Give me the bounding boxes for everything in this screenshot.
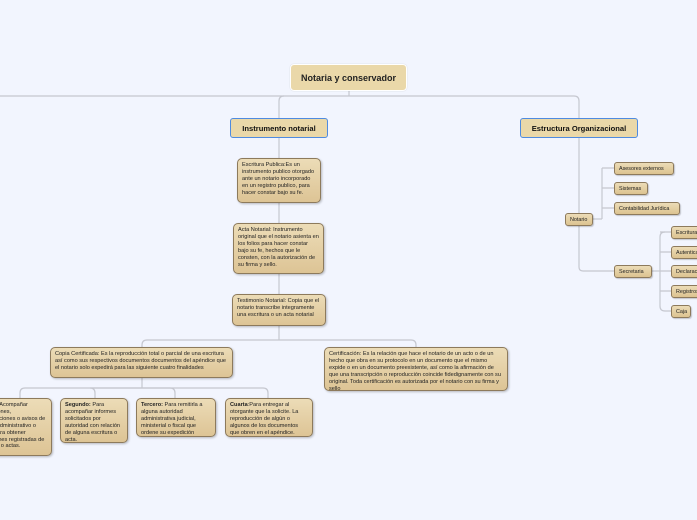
node-text: Declaraciones bbox=[676, 268, 697, 275]
node-text: Notario bbox=[570, 216, 588, 223]
node-registros[interactable]: Registros bbox=[671, 285, 697, 298]
node-finalidad-segundo[interactable]: Segundo: Para acompañar informes solicit… bbox=[60, 398, 128, 443]
node-text: Copia Certificada: Es la reproducción to… bbox=[55, 351, 227, 371]
node-autenticaciones[interactable]: Autenticaciones bbox=[671, 246, 697, 259]
node-contabilidad-juridica[interactable]: Contabilidad Jurídica bbox=[614, 202, 680, 215]
node-text: Sistemas bbox=[619, 185, 642, 192]
node-notario[interactable]: Notario bbox=[565, 213, 593, 226]
node-text: Asesores externos bbox=[619, 165, 664, 172]
node-text-bold: Tercero: bbox=[141, 402, 163, 408]
node-text: Escrituras bbox=[676, 229, 697, 236]
node-escritura-publica[interactable]: Escritura Publica:Es un instrumento publ… bbox=[237, 158, 321, 203]
branch-label: Estructura Organizacional bbox=[531, 123, 627, 133]
node-text: Para remitirla a alguna autoridad admini… bbox=[141, 402, 203, 436]
node-text: Registros bbox=[676, 288, 697, 295]
node-declaraciones[interactable]: Declaraciones bbox=[671, 265, 697, 278]
node-finalidad-tercero[interactable]: Tercero: Para remitirla a alguna autorid… bbox=[136, 398, 216, 437]
branch-estructura-organizacional[interactable]: Estructura Organizacional bbox=[520, 118, 638, 138]
node-text-bold: Cuarta bbox=[230, 402, 248, 408]
node-text: Acta Notarial: Instrumento original que … bbox=[238, 227, 319, 268]
node-text: Contabilidad Jurídica bbox=[619, 205, 670, 212]
node-text: Certificación: Es la relación que hace e… bbox=[329, 351, 501, 392]
node-sistemas[interactable]: Sistemas bbox=[614, 182, 648, 195]
node-certificacion[interactable]: Certificación: Es la relación que hace e… bbox=[324, 347, 508, 392]
root-node-label: Notaria y conservador bbox=[300, 72, 397, 83]
node-text: Escritura Publica:Es un instrumento publ… bbox=[242, 162, 315, 196]
node-escrituras[interactable]: Escrituras bbox=[671, 226, 697, 239]
branch-label: Instrumento notarial bbox=[242, 123, 316, 133]
root-node[interactable]: Notaria y conservador bbox=[290, 64, 407, 91]
node-text: Autenticaciones bbox=[676, 249, 697, 256]
node-asesores-externos[interactable]: Asesores externos bbox=[614, 162, 674, 175]
node-text: :Para entregar al otorgante que la solic… bbox=[230, 402, 299, 436]
node-text-bold: Segundo: bbox=[65, 402, 91, 408]
node-text: Caja bbox=[676, 308, 688, 315]
branch-instrumento-notarial[interactable]: Instrumento notarial bbox=[230, 118, 328, 138]
node-testimonio-notarial[interactable]: Testimonio Notarial: Copia que el notari… bbox=[232, 294, 326, 326]
node-acta-notarial[interactable]: Acta Notarial: Instrumento original que … bbox=[233, 223, 324, 274]
node-caja[interactable]: Caja bbox=[671, 305, 691, 318]
node-finalidad-primero[interactable]: Primero: Acompañar declaraciones, manife… bbox=[0, 398, 52, 456]
node-text: Para acompañar informes solicitados por … bbox=[65, 402, 121, 443]
node-secretaria[interactable]: Secretaria bbox=[614, 265, 652, 278]
node-text: Secretaria bbox=[619, 268, 644, 275]
node-copia-certificada[interactable]: Copia Certificada: Es la reproducción to… bbox=[50, 347, 233, 378]
node-text: Testimonio Notarial: Copia que el notari… bbox=[237, 298, 320, 318]
node-finalidad-cuarta[interactable]: Cuarta:Para entregar al otorgante que la… bbox=[225, 398, 313, 437]
node-text: Acompañar declaraciones, manifestaciones… bbox=[0, 402, 46, 450]
